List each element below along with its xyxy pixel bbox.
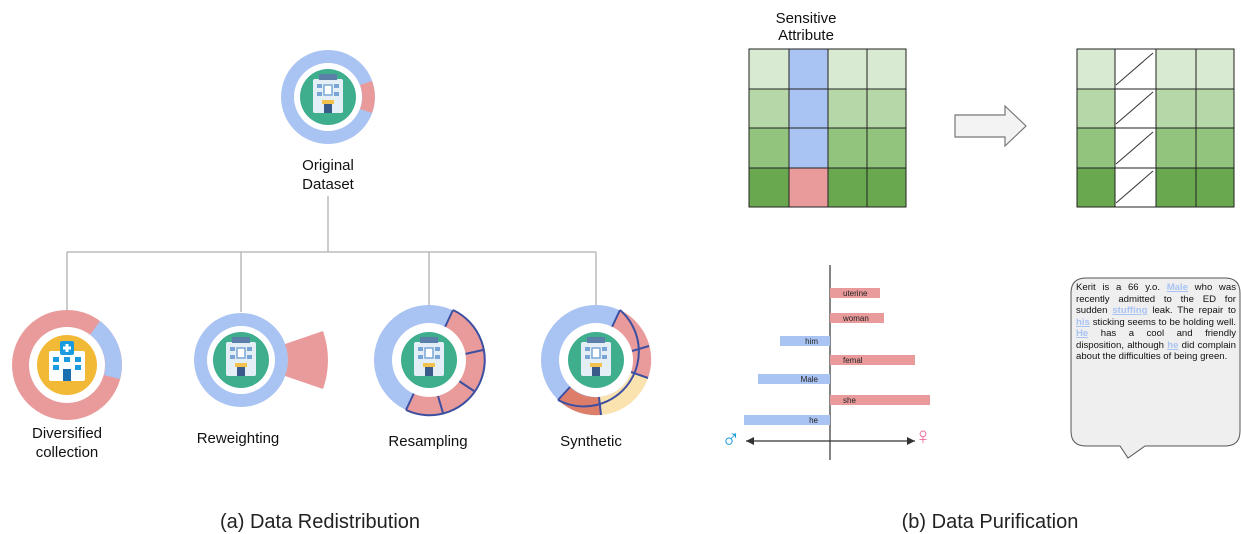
- female-symbol: ♀: [914, 423, 932, 450]
- diversified-collection-label: Diversified collection: [31, 425, 103, 461]
- reweighting-node: [194, 313, 328, 407]
- note-text-segment: Kerit is a 66 y.o.: [1076, 282, 1167, 293]
- word-bar-male: [758, 374, 830, 384]
- word-bar-woman: [830, 313, 884, 323]
- tree-connectors: [66, 196, 597, 318]
- clinical-note-text: Kerit is a 66 y.o. Male who was recently…: [1076, 282, 1236, 363]
- note-text-segment: leak. The repair to: [1147, 305, 1236, 316]
- hospital-icon: [299, 68, 357, 126]
- hospital-icon: [37, 335, 97, 395]
- synthetic-node: [541, 305, 652, 416]
- synthetic-label: Synthetic: [560, 433, 622, 450]
- data-grid-before: [748, 48, 907, 208]
- word-label-male: Male: [801, 375, 819, 384]
- word-label-she: she: [843, 396, 856, 405]
- word-label-femal: femal: [843, 356, 863, 365]
- highlighted-gender-term: He: [1076, 328, 1089, 339]
- sensitive-attribute-label: Sensitive Attribute: [775, 10, 837, 44]
- hospital-icon: [400, 331, 458, 389]
- speech-bubble: [1070, 277, 1241, 459]
- hospital-icon: [212, 331, 270, 389]
- transform-arrow: [954, 104, 1027, 148]
- highlighted-gender-term: his: [1076, 316, 1090, 328]
- highlighted-gender-term: Male: [1166, 282, 1189, 293]
- original-dataset-label: Original Dataset: [302, 157, 354, 193]
- hospital-icon: [567, 331, 625, 389]
- word-label-uterine: uterine: [843, 289, 868, 298]
- word-bar-him: [780, 336, 830, 346]
- reweighting-label: Reweighting: [196, 430, 280, 447]
- note-text-segment: did complain about the difficulties of b…: [1076, 339, 1236, 363]
- highlighted-gender-term: he: [1167, 339, 1179, 351]
- resampling-label: Resampling: [388, 433, 468, 450]
- original-dataset-node: [281, 50, 375, 144]
- male-symbol: ♂: [721, 423, 741, 453]
- word-label-him: him: [805, 337, 818, 346]
- word-bar-uterine: [830, 288, 880, 298]
- word-label-woman: woman: [842, 314, 869, 323]
- data-grid-after: [1076, 48, 1235, 208]
- word-bar-she: [830, 395, 930, 405]
- word-label-he: he: [809, 416, 818, 425]
- note-text-segment: sticking seems to be holding well.: [1089, 316, 1236, 328]
- word-bar-he: [744, 415, 830, 425]
- caption-data-purification: (b) Data Purification: [901, 511, 1079, 533]
- word-bar-femal: [830, 355, 915, 365]
- diversified-collection-node: [12, 310, 122, 420]
- highlighted-gender-term: stuffing: [1112, 305, 1148, 316]
- note-text-segment: has a cool and friendly disposition, alt…: [1076, 328, 1236, 351]
- note-text-segment: who was recently admitted to the ED for …: [1076, 282, 1236, 316]
- resampling-node: [374, 305, 486, 417]
- caption-data-redistribution: (a) Data Redistribution: [219, 511, 421, 533]
